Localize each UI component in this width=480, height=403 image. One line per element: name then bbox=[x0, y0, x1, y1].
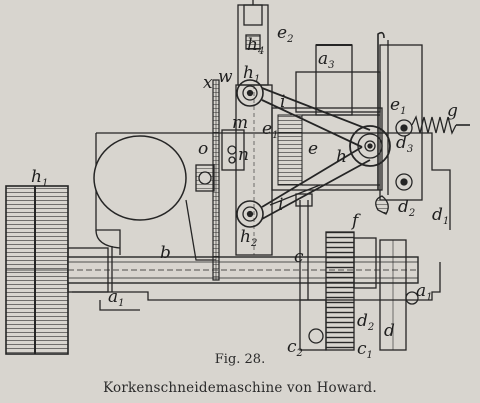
label-x: x bbox=[203, 73, 213, 93]
lower-pulley bbox=[236, 200, 264, 228]
label-d1-right: d1 bbox=[432, 205, 449, 227]
link-rod bbox=[269, 184, 321, 206]
label-e: e bbox=[308, 139, 318, 159]
drive-wheel bbox=[349, 125, 391, 167]
label-i-lower: i bbox=[278, 195, 283, 215]
central-housing bbox=[271, 107, 383, 191]
label-d2-upper: d2 bbox=[398, 197, 415, 219]
label-m: m bbox=[232, 113, 248, 133]
hub bbox=[195, 164, 215, 192]
label-e1-right: e1 bbox=[390, 95, 406, 117]
label-n: n bbox=[238, 145, 249, 165]
label-o: o bbox=[198, 139, 208, 159]
label-h: h bbox=[336, 147, 347, 167]
figure-title: Korkenschneidemaschine von Howard. bbox=[103, 380, 377, 396]
upper-pulley bbox=[236, 79, 264, 107]
cork-drum bbox=[93, 135, 187, 221]
label-c1: c1 bbox=[357, 339, 373, 361]
lever-pivot bbox=[375, 173, 413, 215]
figure-number: Fig. 28. bbox=[214, 352, 266, 367]
pulley-stand bbox=[185, 199, 216, 261]
label-i-upper: i bbox=[280, 92, 285, 112]
label-h2: h2 bbox=[240, 227, 257, 249]
label-h1-left: h1 bbox=[31, 167, 48, 189]
label-h1-top: h1 bbox=[243, 63, 260, 85]
cutter-disc bbox=[212, 79, 220, 281]
label-h4: h4 bbox=[247, 35, 264, 57]
label-b: b bbox=[160, 243, 171, 263]
label-d3: d3 bbox=[396, 133, 413, 155]
label-c: c bbox=[294, 247, 304, 267]
label-d2-lower: d2 bbox=[357, 311, 374, 333]
label-e2: e2 bbox=[277, 23, 293, 45]
label-w: w bbox=[218, 67, 233, 87]
label-c2: c2 bbox=[287, 337, 303, 359]
label-a1-left: a1 bbox=[108, 287, 125, 309]
label-d: d bbox=[384, 321, 395, 341]
bracket-a3 bbox=[295, 44, 381, 116]
label-a3: a3 bbox=[318, 49, 335, 71]
label-a1-right: a1 bbox=[416, 281, 433, 303]
main-shaft bbox=[67, 247, 419, 293]
lever-d bbox=[379, 239, 419, 351]
spring bbox=[395, 115, 470, 137]
slide-column bbox=[221, 0, 273, 256]
label-e1-mid: e1 bbox=[262, 119, 278, 141]
label-f: f bbox=[350, 211, 361, 231]
flywheel bbox=[5, 185, 69, 355]
gear-cluster bbox=[295, 193, 377, 351]
label-g: g bbox=[447, 101, 458, 121]
